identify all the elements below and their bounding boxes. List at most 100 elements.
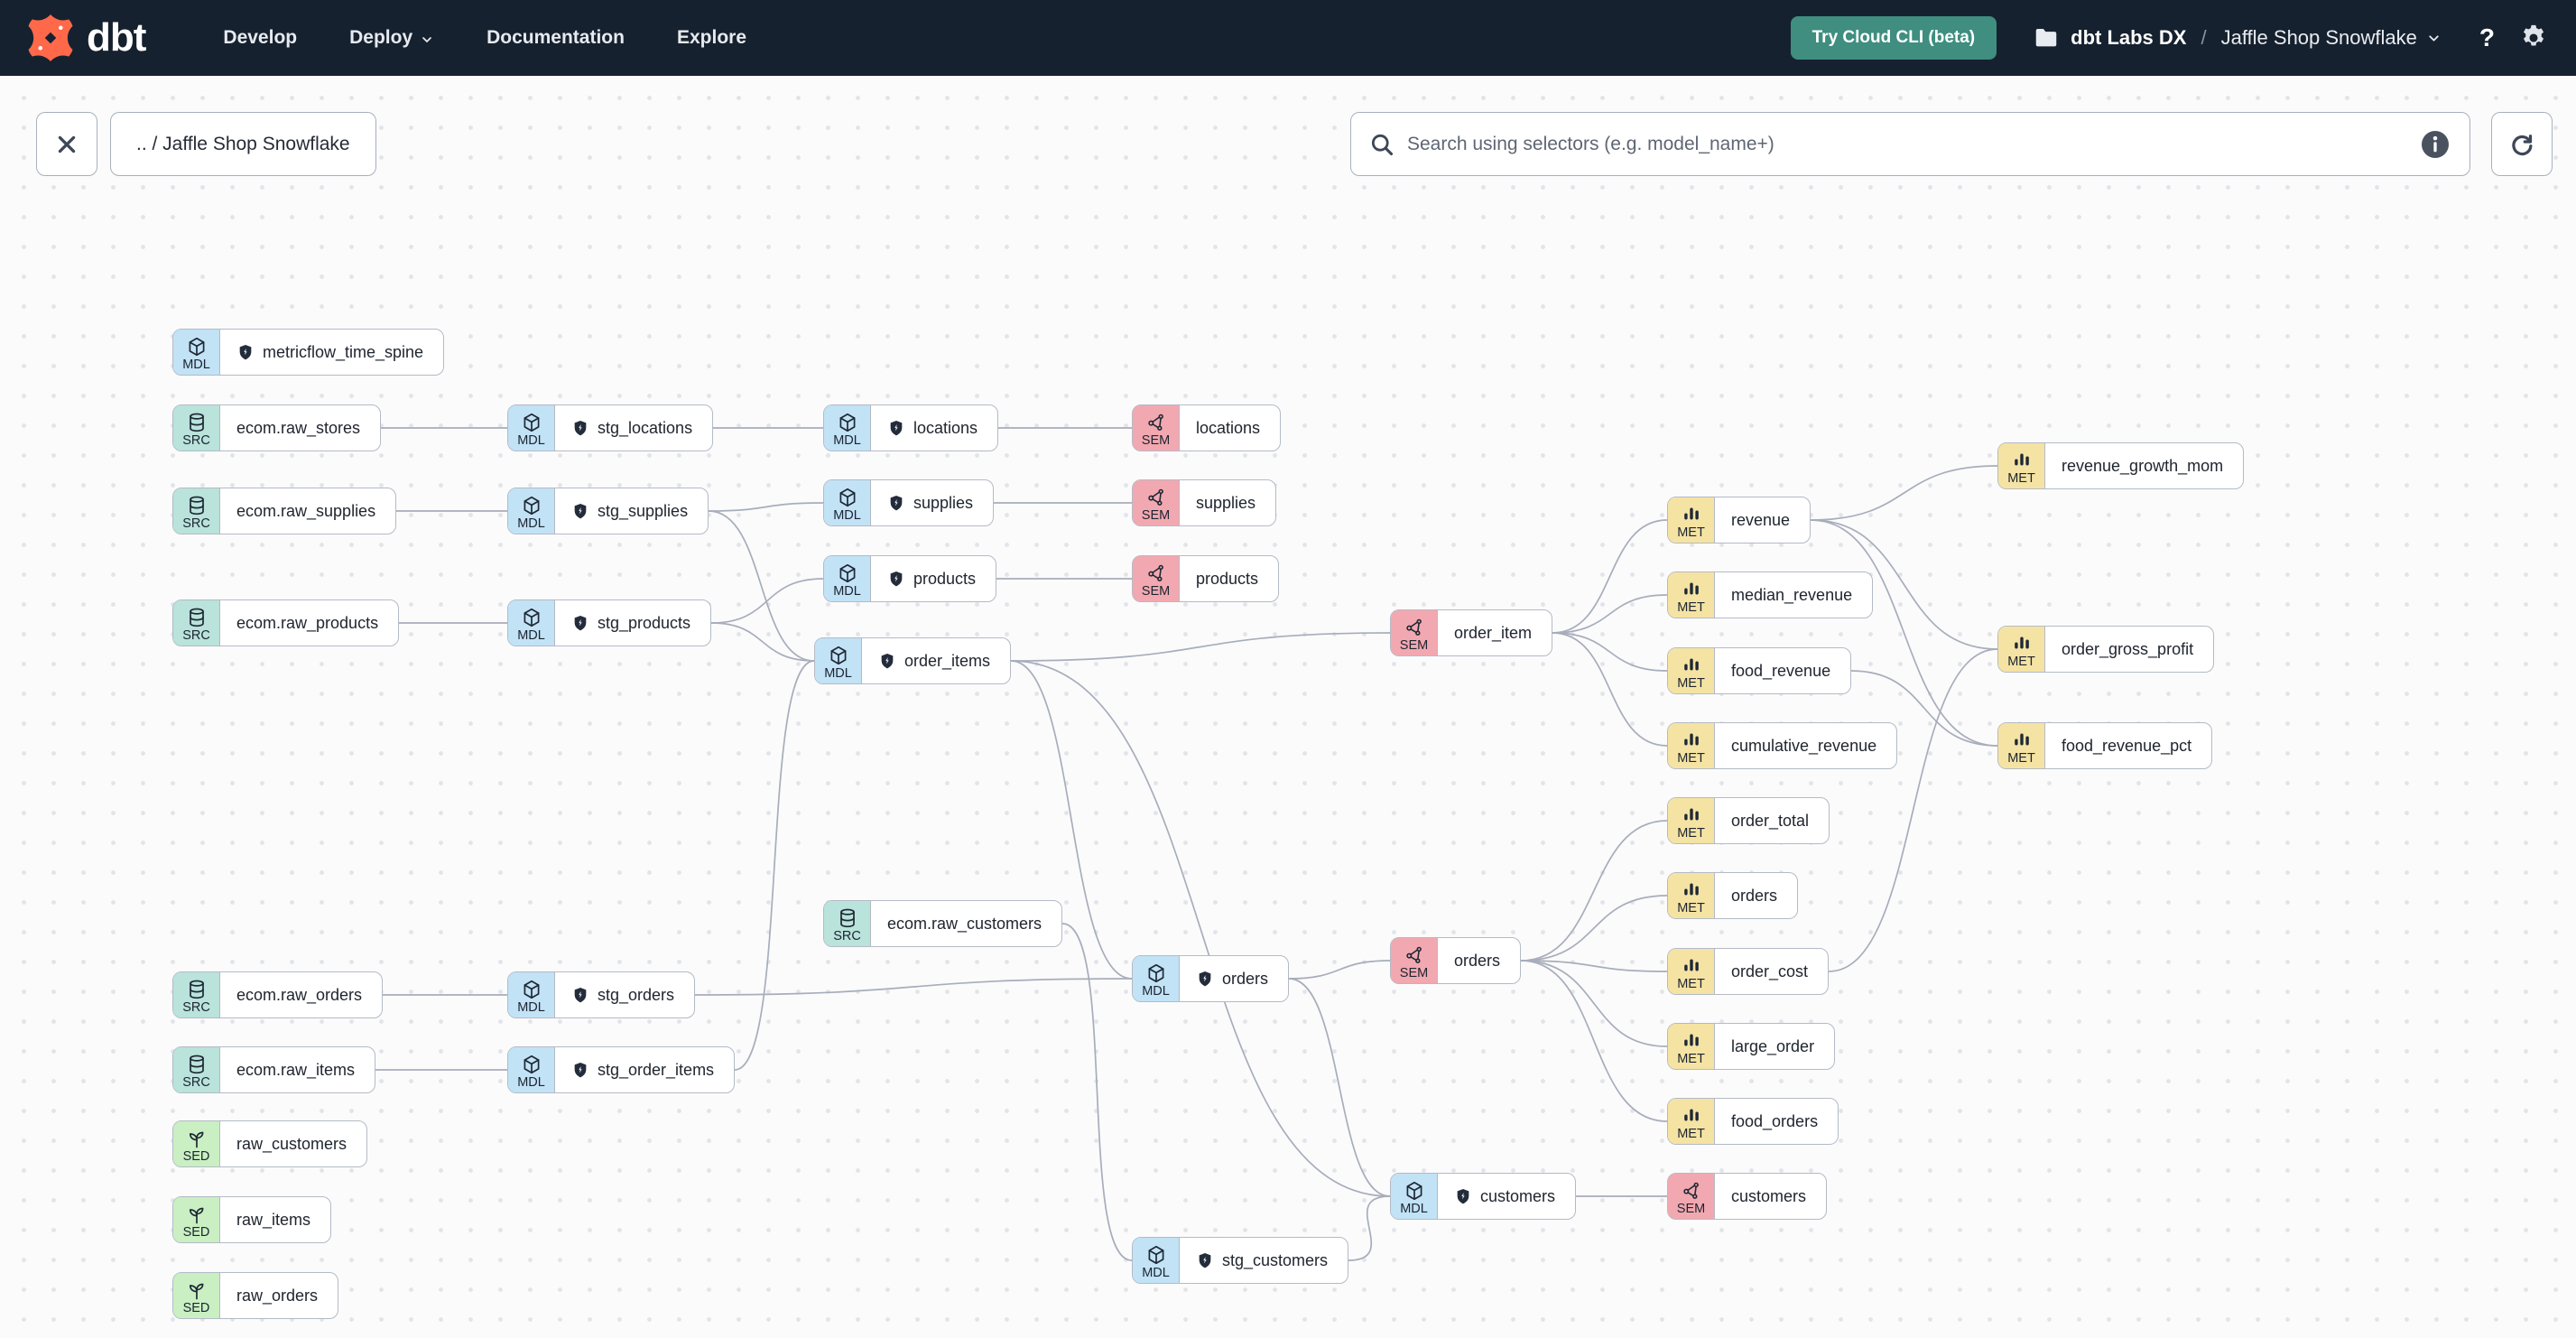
lineage-edge — [1348, 1195, 1391, 1261]
metric-bars-icon — [1681, 579, 1702, 600]
node-type-badge: MET — [1668, 1024, 1715, 1069]
node-type-badge: MET — [1668, 648, 1715, 693]
lineage-edge — [1552, 632, 1668, 747]
node-type-badge: MET — [1668, 1099, 1715, 1144]
node-label: products — [1196, 569, 1259, 588]
chevron-down-icon — [2429, 34, 2439, 42]
metric-bars-icon — [1681, 879, 1702, 901]
node-label: order_item — [1454, 623, 1533, 642]
node-label: stg_order_items — [598, 1060, 715, 1079]
graph-breadcrumb[interactable]: .. / Jaffle Shop Snowflake — [110, 112, 376, 176]
nav-item-explore[interactable]: Explore — [676, 27, 746, 48]
model-cube-icon — [521, 412, 542, 433]
nav-item-develop[interactable]: Develop — [223, 27, 298, 48]
dbt-logo-icon — [28, 14, 73, 61]
node-label: raw_items — [236, 1210, 311, 1229]
node-label: revenue_growth_mom — [2062, 456, 2224, 475]
node-type-badge: MDL — [824, 405, 871, 451]
metric-bars-icon — [2011, 729, 2033, 751]
node-type-badge: MET — [1668, 497, 1715, 543]
node-type-label: SEM — [1399, 965, 1429, 980]
project-selector[interactable]: Jaffle Shop Snowflake — [2221, 26, 2442, 50]
lineage-edge — [710, 578, 824, 624]
node-label: order_items — [904, 651, 991, 670]
lineage-edge — [1288, 978, 1391, 1197]
database-icon — [186, 607, 208, 628]
node-type-label: MDL — [182, 357, 210, 372]
shield-icon — [571, 1061, 589, 1080]
node-order_items_mdl[interactable]: MDL order_items — [814, 637, 1012, 684]
node-label: order_cost — [1731, 962, 1809, 980]
search-input[interactable] — [1407, 133, 2406, 155]
info-icon[interactable] — [2419, 128, 2451, 161]
semantic-share-icon — [1681, 1180, 1702, 1202]
node-type-badge: MET — [1668, 723, 1715, 768]
node-type-badge: MDL — [824, 556, 871, 601]
help-icon[interactable]: ? — [2479, 23, 2495, 51]
metric-bars-icon — [1681, 1105, 1702, 1127]
nav-item-documentation[interactable]: Documentation — [486, 27, 625, 48]
dbt-brand[interactable]: dbt — [27, 14, 146, 61]
model-cube-icon — [837, 412, 858, 433]
semantic-share-icon — [1145, 487, 1167, 508]
node-type-badge: SRC — [173, 1047, 220, 1092]
settings-gear-icon[interactable] — [2518, 23, 2549, 53]
lineage-edge — [1552, 519, 1668, 634]
node-type-label: MDL — [824, 665, 852, 681]
node-type-label: MET — [1677, 900, 1705, 915]
lineage-edge — [1810, 519, 1998, 747]
refresh-button[interactable] — [2491, 112, 2553, 176]
lineage-edge — [1520, 960, 1668, 1122]
node-type-badge: SRC — [173, 488, 220, 534]
node-type-label: MDL — [833, 432, 861, 448]
node-type-badge: MDL — [1391, 1174, 1438, 1219]
account-name[interactable]: dbt Labs DX — [2071, 26, 2187, 49]
nav-item-deploy[interactable]: Deploy — [349, 27, 434, 49]
lineage-canvas[interactable] — [0, 76, 2576, 1338]
shield-icon — [878, 652, 896, 671]
try-cloud-cli-button[interactable]: Try Cloud CLI (beta) — [1790, 16, 1997, 60]
node-type-badge: SRC — [173, 972, 220, 1017]
lineage-edge — [1520, 820, 1668, 962]
close-button[interactable] — [36, 112, 97, 176]
